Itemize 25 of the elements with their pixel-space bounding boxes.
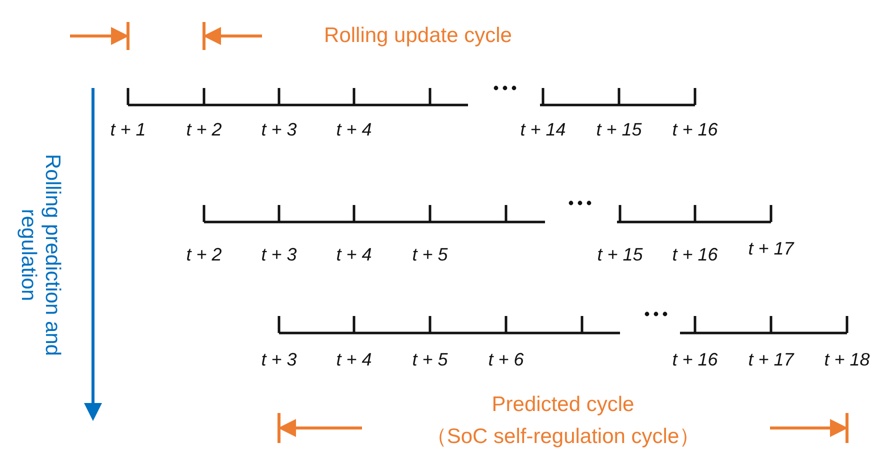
time-step-label: t + 6 — [488, 350, 524, 370]
time-step-label: t + 1 — [110, 120, 146, 140]
time-step-label: t + 3 — [261, 350, 297, 370]
time-step-label: t + 5 — [412, 350, 448, 370]
time-step-label: t + 4 — [336, 350, 372, 370]
time-step-label: t + 18 — [824, 350, 870, 370]
dimension-label: （SoC self-regulation cycle） — [426, 424, 700, 450]
time-step-label: t + 16 — [672, 120, 718, 140]
time-step-label: t + 16 — [672, 350, 718, 370]
time-step-label: t + 15 — [596, 120, 642, 140]
time-step-label: t + 3 — [261, 244, 297, 266]
time-step-label: t + 5 — [412, 244, 448, 266]
dimension-label: Rolling update cycle — [324, 24, 512, 48]
axis-label: Rolling prediction and regulation — [16, 153, 64, 358]
time-step-label: t + 2 — [186, 120, 222, 140]
time-step-label: t + 15 — [597, 244, 643, 266]
time-step-label: t + 2 — [186, 244, 222, 266]
time-step-label: t + 16 — [672, 244, 718, 266]
dimension-label: Predicted cycle — [492, 393, 634, 417]
time-step-label: t + 4 — [336, 244, 372, 266]
time-step-label: t + 17 — [748, 350, 794, 370]
time-step-label: t + 14 — [520, 120, 566, 140]
time-step-label: t + 4 — [336, 120, 372, 140]
time-step-label: t + 17 — [748, 238, 794, 260]
time-step-label: t + 3 — [261, 120, 297, 140]
